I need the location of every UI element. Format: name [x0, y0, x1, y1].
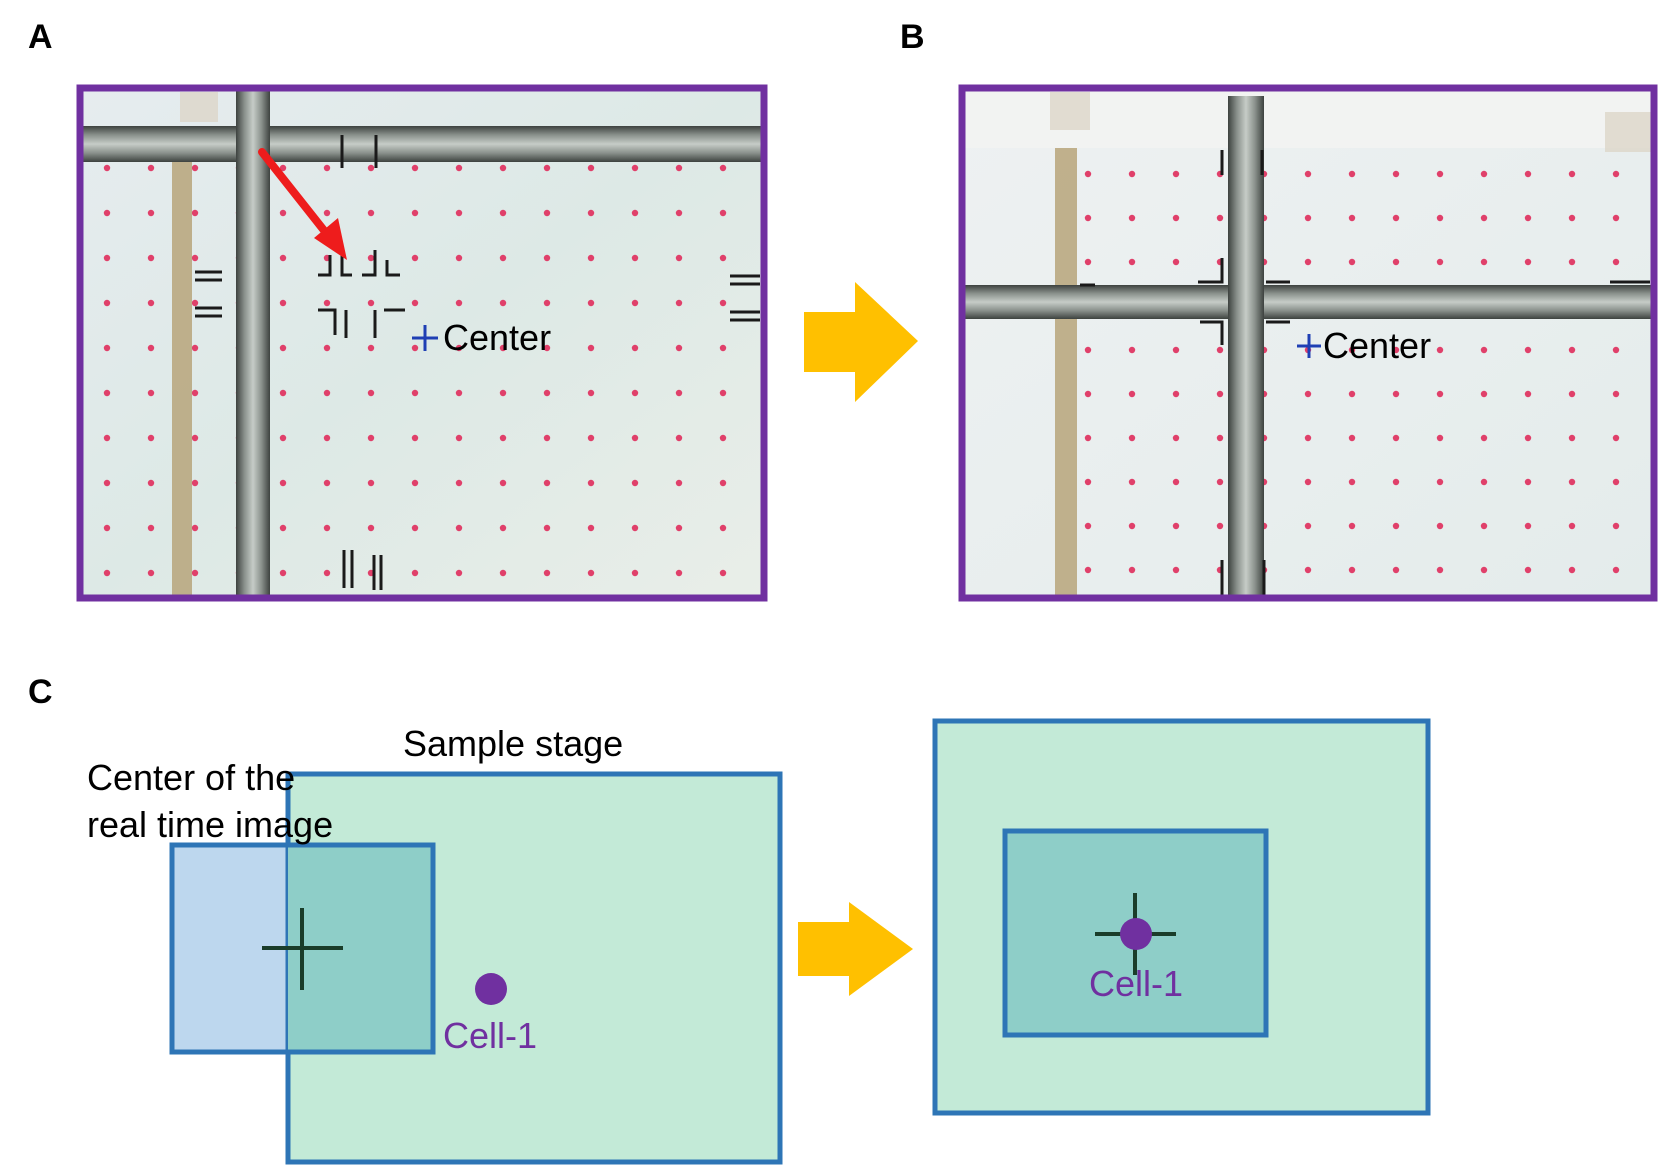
- panel-letter-c: C: [28, 673, 53, 711]
- crosshair-before: [262, 908, 343, 990]
- center-marker-b: [1297, 334, 1321, 358]
- center-marker-a: [412, 325, 438, 351]
- pointer-arrow-red: [258, 148, 347, 260]
- photo-b-tape-right: [1605, 112, 1654, 152]
- sample-stage-label: Sample stage: [403, 723, 623, 764]
- panel-letter-b: B: [900, 18, 925, 56]
- photo-b: [962, 88, 1654, 598]
- photo-a: [80, 88, 764, 598]
- realtime-view-outline-before: [169, 842, 436, 1055]
- panel-letter-a: A: [28, 18, 53, 56]
- transition-arrow-bottom: [798, 902, 913, 996]
- photo-a-horizontal-bar: [80, 126, 764, 162]
- photo-b-tape: [1055, 148, 1077, 598]
- cell-marker-after: [1120, 918, 1152, 950]
- realtime-center-label-line1: Center of the: [87, 757, 295, 798]
- photo-a-tape: [172, 130, 192, 598]
- center-label-b: Center: [1323, 325, 1431, 366]
- photo-b-alignment-marks: [1080, 150, 1650, 595]
- center-label-a: Center: [443, 317, 551, 358]
- photo-b-vertical-bar: [1228, 96, 1264, 598]
- photo-b-frame: [958, 84, 1658, 602]
- photo-a-frame: [76, 84, 768, 602]
- realtime-center-label-line2: real time image: [87, 804, 333, 845]
- photo-b-horizontal-bar: [962, 285, 1654, 319]
- photo-a-vertical-bar: [236, 88, 270, 598]
- photo-b-dot-grid: [1082, 148, 1654, 598]
- cell-label-before: Cell-1: [443, 1015, 537, 1056]
- transition-arrow-top: [804, 282, 918, 402]
- photo-a-alignment-marks: [195, 135, 760, 590]
- photo-a-tape-top: [180, 92, 218, 122]
- cell-marker-before: [475, 973, 507, 1005]
- photo-b-tape-top: [1050, 92, 1090, 130]
- cell-label-after: Cell-1: [1089, 963, 1183, 1004]
- photo-a-dot-grid: [101, 162, 764, 598]
